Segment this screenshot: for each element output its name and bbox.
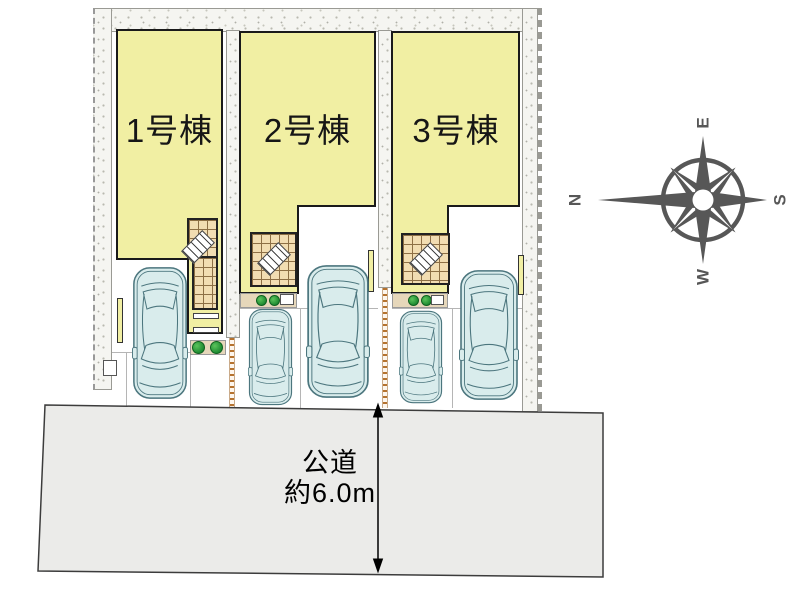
site-boundary-left: [93, 8, 112, 390]
lot-1-label: 1号棟: [125, 112, 214, 149]
lot-boundary-line-2-3: [382, 288, 388, 408]
road-name: 公道: [302, 448, 358, 478]
bush-icon: [256, 295, 267, 306]
lot-boundary-line-1-2: [229, 338, 235, 408]
terrace-1b: [192, 256, 218, 310]
car-icon: [306, 264, 370, 399]
step-slot: [193, 327, 219, 333]
bush-icon: [408, 295, 419, 306]
stall-line: [452, 308, 453, 408]
road-width-note: 約6.0m: [283, 478, 377, 508]
lot-2-label: 2号棟: [263, 112, 352, 149]
gate-wall-2: [368, 250, 374, 292]
road-surface: [37, 404, 604, 578]
compass-label-south: S: [771, 194, 790, 205]
gate-wall-3: [518, 255, 524, 295]
road-label: 公道 約6.0m: [258, 448, 402, 508]
right-block-wall: [538, 8, 542, 412]
car-icon: [132, 266, 188, 400]
compass-label-east: E: [694, 117, 713, 128]
lot-divider-1-2: [226, 30, 240, 338]
site-boundary-right: [522, 8, 538, 412]
utility-box: [103, 360, 117, 376]
stall-line: [126, 352, 127, 408]
gate-wall-1: [117, 298, 123, 343]
stall-line: [190, 352, 191, 408]
compass-rose: N E S W: [566, 117, 790, 285]
compass-label-west: W: [694, 268, 713, 285]
bush-icon: [269, 295, 280, 306]
road-area: [37, 402, 604, 578]
car-icon: [399, 310, 443, 404]
site-boundary-top: [93, 8, 542, 32]
utility-box: [431, 295, 444, 305]
step-slot: [193, 313, 219, 319]
bush-icon: [210, 341, 223, 354]
stall-line: [300, 308, 301, 408]
car-icon: [459, 269, 519, 401]
lot-3-label: 3号棟: [412, 112, 500, 149]
road-width-arrow: [372, 402, 384, 574]
car-icon: [248, 308, 293, 406]
lot-divider-2-3: [378, 30, 392, 288]
utility-box: [280, 294, 294, 305]
stall-line: [392, 308, 522, 309]
compass-label-north: N: [566, 194, 585, 206]
bush-icon: [192, 341, 205, 354]
